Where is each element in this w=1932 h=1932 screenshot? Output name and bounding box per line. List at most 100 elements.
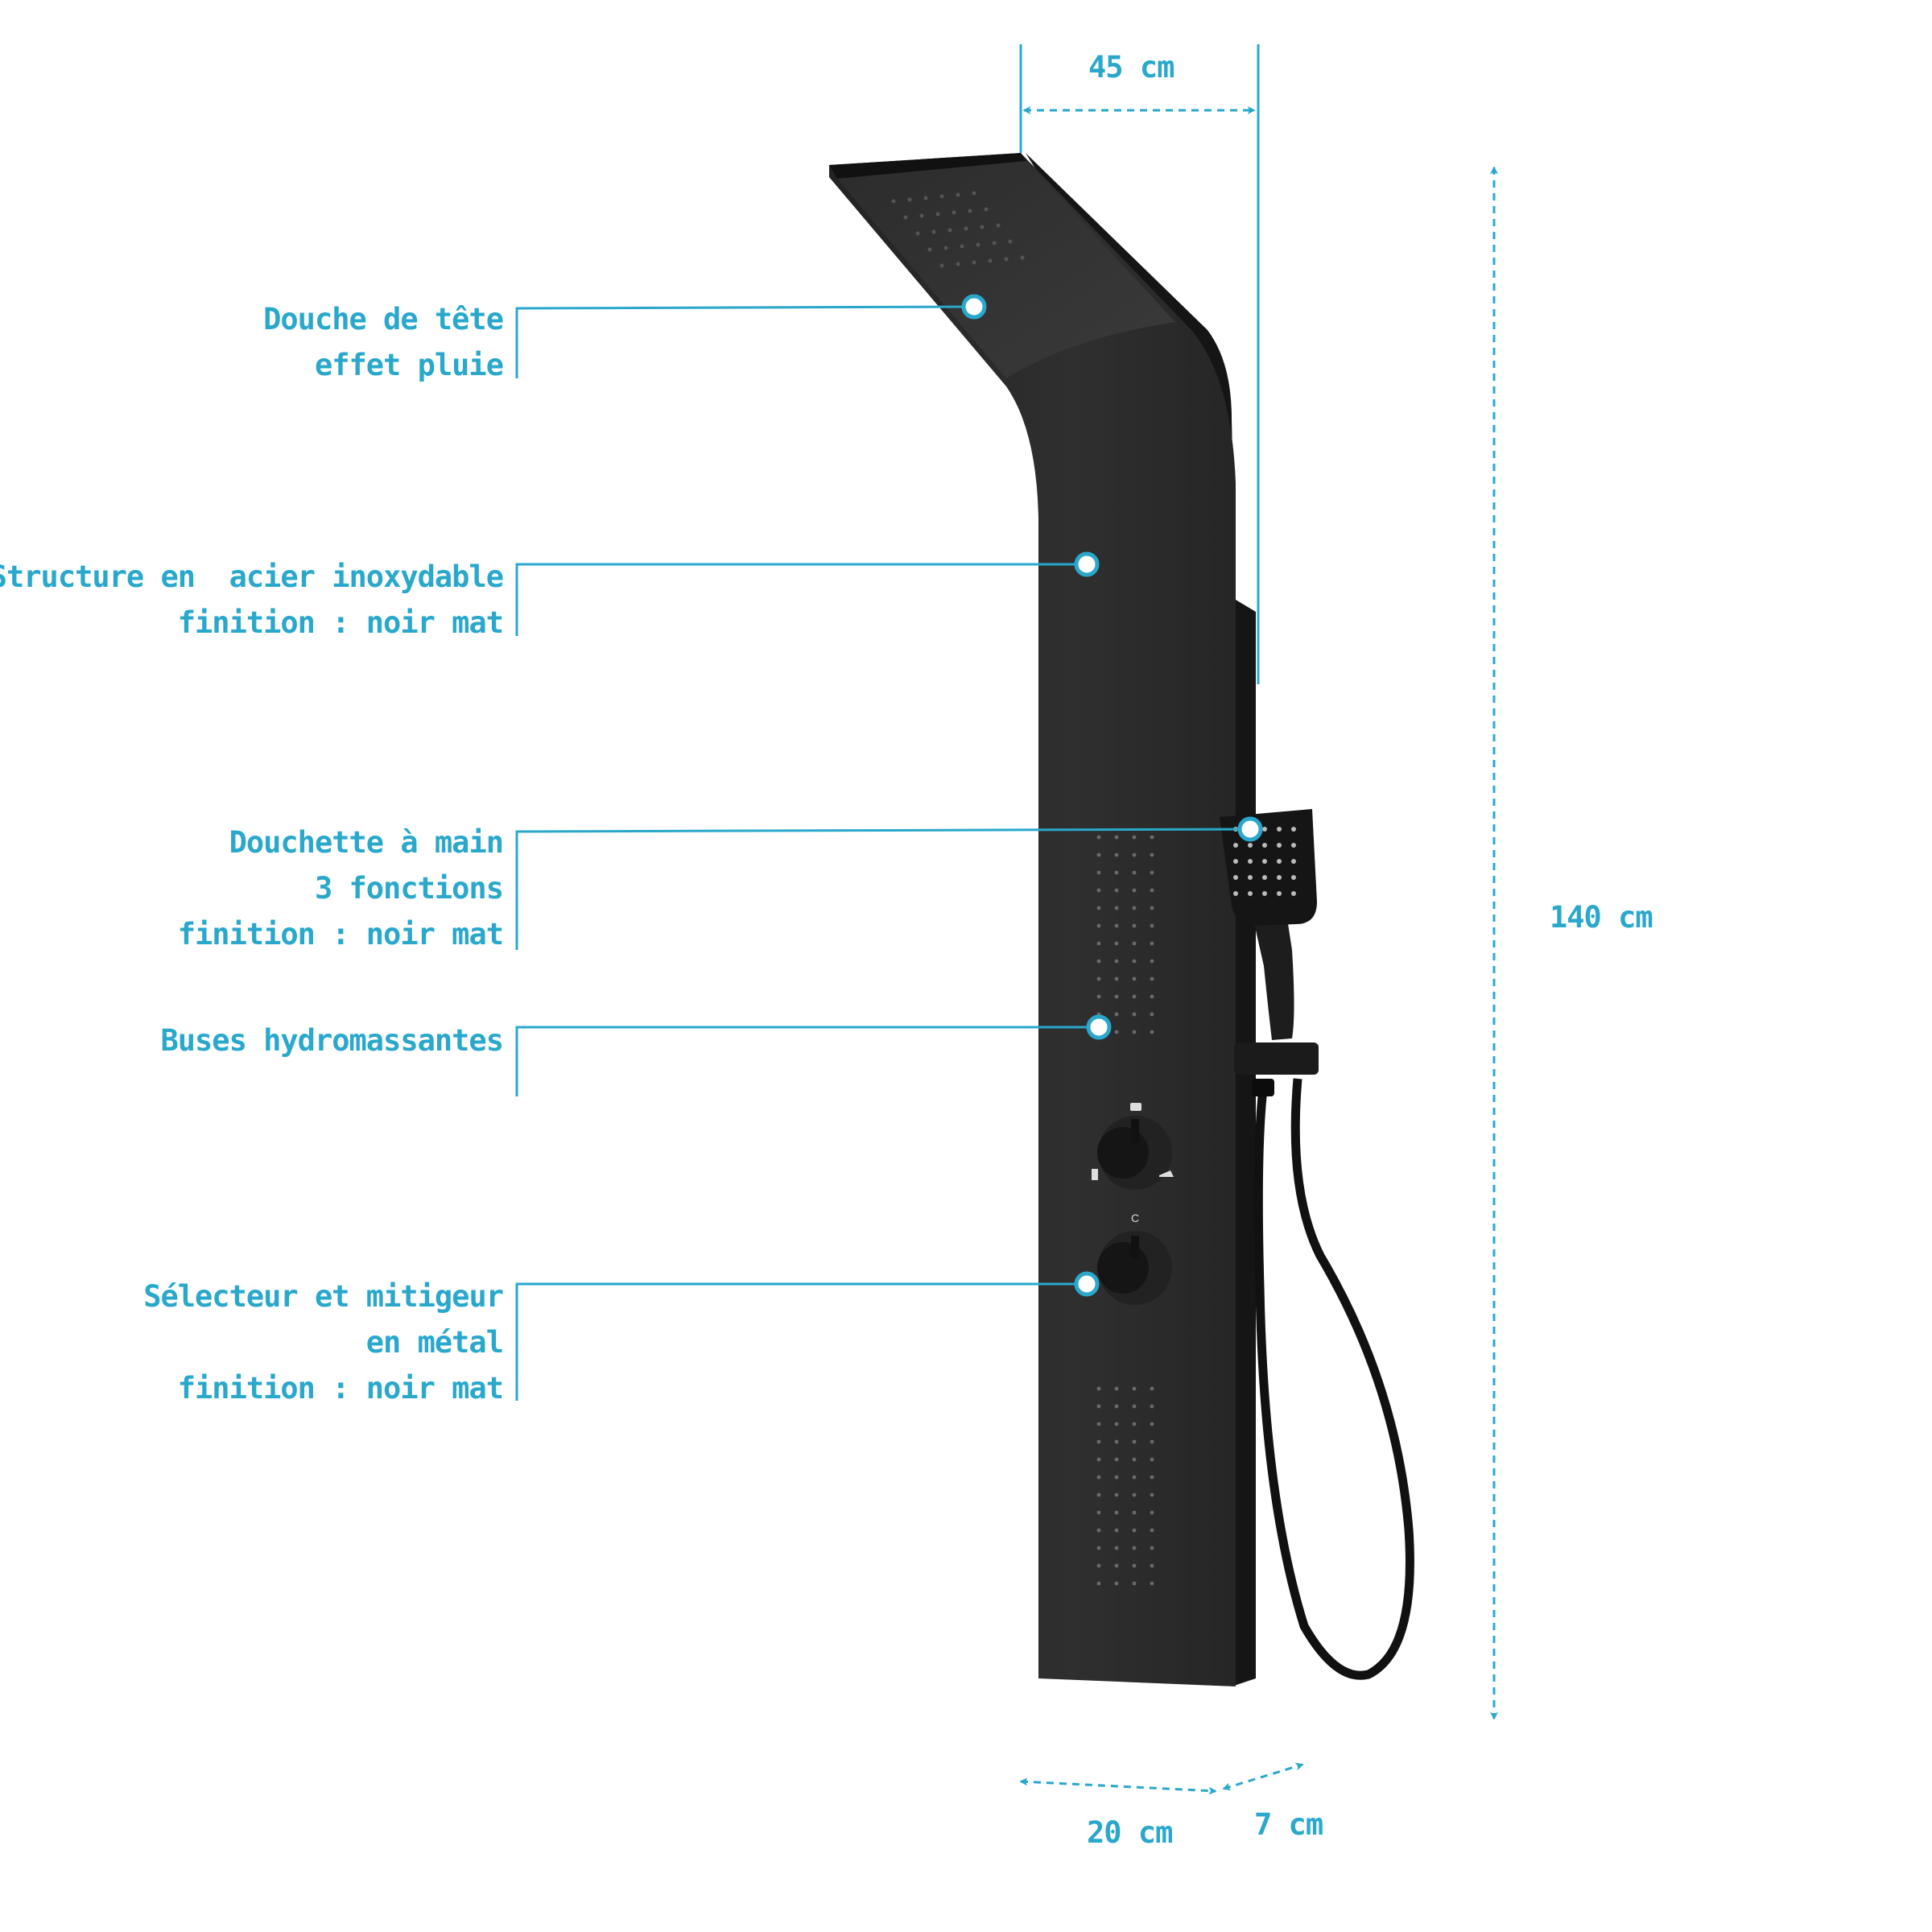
nozzle-dot <box>1150 1581 1154 1586</box>
nozzle-dot <box>1096 1581 1101 1586</box>
nozzle-dot <box>1262 859 1267 864</box>
nozzle-dot <box>1132 959 1137 964</box>
rain-head-top <box>829 153 1026 179</box>
dim-thickness-label: 7 cm <box>1254 1807 1323 1842</box>
nozzle-dot <box>1277 843 1282 848</box>
nozzle-dot <box>1096 835 1101 840</box>
nozzle-dot <box>1114 923 1119 928</box>
nozzle-dot <box>1132 1439 1137 1444</box>
nozzle-dot <box>1096 1563 1101 1568</box>
nozzle-dot <box>1114 1457 1119 1462</box>
nozzle-dot <box>1114 1030 1119 1034</box>
nozzle-dot <box>1132 994 1137 999</box>
nozzle-dot <box>1096 1404 1101 1409</box>
nozzle-dot <box>1233 843 1238 848</box>
nozzle-dot <box>1277 891 1282 896</box>
hand-shower-holder <box>1234 1042 1319 1075</box>
nozzle-dot <box>1248 843 1253 848</box>
callout-mixer: Sélecteur et mitigeur en métal finition … <box>143 1274 504 1411</box>
nozzle-dot <box>1096 1528 1101 1533</box>
nozzle-dot <box>1114 1510 1119 1515</box>
nozzle-dot <box>1132 1457 1137 1462</box>
nozzle-dot <box>1096 1439 1101 1444</box>
callout-rain-head: Douche de tête effet pluie <box>263 296 504 388</box>
nozzle-dot <box>1114 888 1119 893</box>
nozzle-dot <box>1114 1422 1119 1426</box>
nozzle-dot <box>1132 1012 1137 1017</box>
nozzle-dot <box>1096 923 1101 928</box>
nozzle-dot <box>1114 1439 1119 1444</box>
nozzle-dot <box>1096 1475 1101 1480</box>
nozzle-dot <box>1150 1528 1154 1533</box>
nozzle-dot <box>1262 827 1267 832</box>
nozzle-dot <box>1096 888 1101 893</box>
nozzle-dot <box>1114 835 1119 840</box>
hand-shower-head <box>1220 809 1317 926</box>
hand-shower-nozzles <box>1233 827 1296 896</box>
nozzle-dot <box>1114 1012 1119 1017</box>
callout-line: 3 fonctions <box>314 871 504 906</box>
nozzle-dot <box>1248 859 1253 864</box>
nozzle-dot <box>1150 1546 1154 1550</box>
nozzle-dot <box>1096 959 1101 964</box>
nozzle-dot <box>1233 875 1238 880</box>
nozzle-dot <box>1132 976 1137 981</box>
nozzle-dot <box>1114 959 1119 964</box>
nozzle-dot <box>1096 852 1101 857</box>
dim-thickness-line <box>1222 1762 1304 1791</box>
callout-line: Douchette à main <box>229 825 504 860</box>
nozzle-dot <box>1262 891 1267 896</box>
nozzle-dot <box>1132 870 1137 875</box>
nozzle-dot <box>1291 859 1296 864</box>
nozzle-dot <box>1132 1386 1137 1391</box>
nozzle-dot <box>1096 994 1101 999</box>
nozzle-dot <box>1096 1492 1101 1497</box>
callout-line: Buses hydromassantes <box>160 1023 504 1058</box>
nozzle-dot <box>1248 891 1253 896</box>
nozzle-dot <box>1150 923 1154 928</box>
nozzle-dot <box>1150 1492 1154 1497</box>
temperature-knob: C <box>1097 1212 1172 1305</box>
callout-leaders <box>515 305 1249 1401</box>
nozzle-dot <box>1150 976 1154 981</box>
nozzle-dot <box>1132 888 1137 893</box>
nozzle-dot <box>1150 941 1154 946</box>
dim-height-label: 140 cm <box>1550 900 1653 935</box>
callout-line: finition : noir mat <box>177 917 504 952</box>
nozzle-dot <box>1132 852 1137 857</box>
nozzle-dot <box>1150 959 1154 964</box>
nozzle-dot <box>1132 1510 1137 1515</box>
nozzle-dot <box>1150 1030 1154 1034</box>
nozzle-dot <box>1114 1528 1119 1533</box>
nozzle-dot <box>1096 1422 1101 1426</box>
nozzle-dot <box>1114 1563 1119 1568</box>
temperature-mark: C <box>1131 1212 1139 1224</box>
nozzle-dot <box>1132 906 1137 910</box>
hose-connector <box>1252 1079 1274 1096</box>
nozzle-dot <box>1114 1404 1119 1409</box>
nozzle-dot <box>1233 891 1238 896</box>
rain-head-nozzles <box>891 191 1025 268</box>
nozzle-dot <box>1132 1422 1137 1426</box>
nozzle-dot <box>1277 827 1282 832</box>
nozzle-dot <box>1277 859 1282 864</box>
nozzle-dot <box>1096 976 1101 981</box>
callout-line: finition : noir mat <box>177 1371 504 1406</box>
nozzle-dot <box>1150 1439 1154 1444</box>
nozzle-dot <box>1096 1510 1101 1515</box>
nozzle-dot <box>1150 1510 1154 1515</box>
nozzle-dot <box>1150 906 1154 910</box>
callout-line: Sélecteur et mitigeur <box>143 1279 504 1314</box>
dim-depth-label: 45 cm <box>1088 50 1174 85</box>
nozzle-dot <box>1150 1457 1154 1462</box>
selector-knob <box>1092 1103 1174 1190</box>
nozzle-dot <box>1150 1404 1154 1409</box>
nozzle-dot <box>1114 941 1119 946</box>
nozzle-dot <box>1150 1012 1154 1017</box>
nozzle-dot <box>1132 1563 1137 1568</box>
nozzle-dot <box>1248 875 1253 880</box>
callout-line: en métal <box>365 1325 504 1360</box>
callout-line: Douche de tête <box>263 302 504 336</box>
nozzle-dot <box>1132 1546 1137 1550</box>
